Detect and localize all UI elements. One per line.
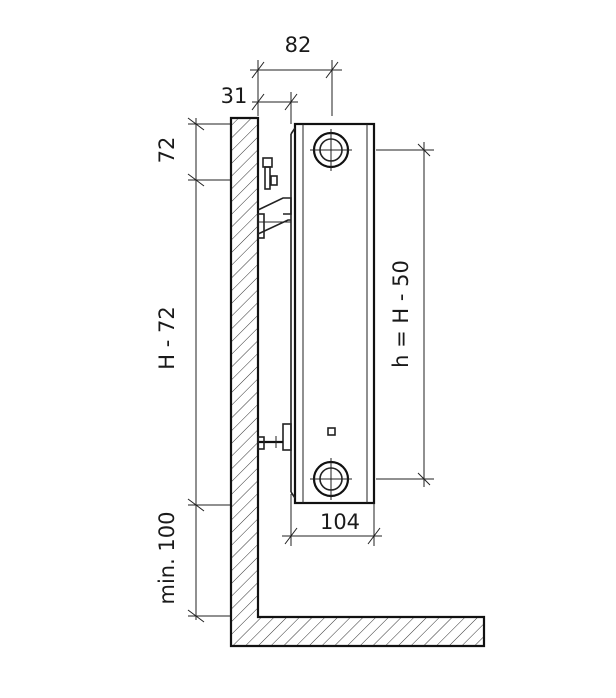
- dimension-104: 104: [282, 494, 382, 546]
- dimension-72-label: 72: [155, 137, 179, 164]
- dimension-h-72-label: H - 72: [155, 306, 179, 369]
- bottom-pipe-connection: [310, 458, 352, 500]
- dimension-104-label: 104: [320, 510, 360, 534]
- dimension-min-100-label: min. 100: [155, 511, 179, 604]
- lower-wall-bracket: [257, 423, 292, 451]
- dimension-82-label: 82: [285, 33, 312, 57]
- radiator-panel: [290, 122, 376, 505]
- dimension-31-label: 31: [221, 84, 248, 108]
- upper-wall-bracket: [257, 157, 292, 239]
- left-dimension-chain: [187, 117, 230, 623]
- dimension-h-h-50: [376, 142, 434, 487]
- vent-square: [327, 427, 336, 436]
- top-pipe-connection: [310, 129, 352, 171]
- wall-floor-section: [229, 116, 486, 648]
- dimension-82: 82: [250, 33, 342, 116]
- dimension-h-h-50-label: h = H - 50: [389, 260, 413, 368]
- dimension-31: 31: [221, 84, 298, 124]
